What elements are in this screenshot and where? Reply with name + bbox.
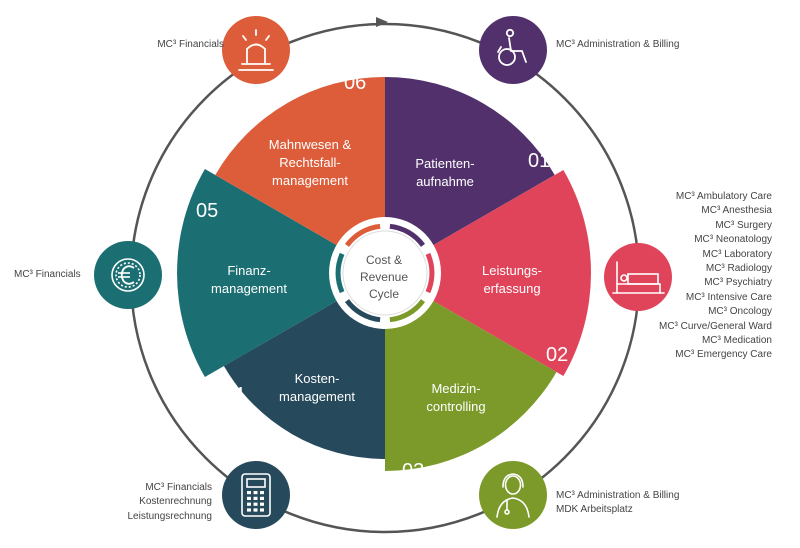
segment-label-financial-management: Finanz- management: [211, 263, 287, 296]
node-item: Kostenrechnung: [139, 496, 212, 508]
node-item: MC³ Psychiatry: [704, 277, 772, 289]
calculator-key: [253, 508, 258, 512]
system-nodes: [94, 16, 672, 529]
segment-number-06: 06: [344, 72, 367, 94]
segment-number-03: 03: [402, 460, 425, 482]
calculator-key: [260, 491, 264, 495]
doctor-icon: [496, 473, 530, 518]
node-item: MC³ Financials: [145, 482, 212, 493]
hub-ring-arc: [389, 299, 426, 323]
segment-label-dunning-legal: Mahnwesen & Rechtsfall- management: [268, 137, 352, 188]
hub-inner: [342, 230, 428, 316]
calculator-key: [260, 508, 264, 512]
wedge-medical-controlling: [385, 273, 557, 471]
node-list-clinical: MC³ Ambulatory Care MC³ Anesthesia MC³ S…: [659, 190, 772, 363]
node-item: MC³ Laboratory: [702, 248, 772, 260]
segment-label-service-recording: Leistungs- erfassung: [482, 263, 542, 296]
node-item: MC³ Ambulatory Care: [675, 191, 772, 202]
node-list-financials-top: MC³ Financials: [157, 38, 224, 52]
node-item: MC³ Anesthesia: [701, 205, 772, 217]
node-item: MC³ Surgery: [715, 219, 772, 231]
node-circle-administration: [479, 16, 547, 84]
node-list-administration: MC³ Administration & Billing: [556, 38, 679, 52]
calculator-key: [253, 491, 258, 495]
euro-coin-icon: [111, 258, 145, 292]
node-item: MC³ Financials: [157, 39, 224, 50]
node-list-cost-accounting: MC³ Financials Kostenrechnung Leistungsr…: [127, 481, 212, 524]
node-item: MC³ Oncology: [708, 306, 772, 318]
wedge-financial-management: [177, 169, 385, 377]
wedge-service-recording: [385, 170, 591, 376]
calculator-icon: [241, 473, 271, 517]
hub-ring-arc: [425, 252, 435, 294]
node-circle-medical-controlling: [479, 461, 547, 529]
hub-ring-arc: [335, 252, 345, 294]
node-item: MC³ Medication: [701, 335, 772, 347]
node-item: MC³ Intensive Care: [685, 291, 772, 303]
wedge-patient-admission: [385, 77, 555, 273]
node-item: Leistungsrechnung: [127, 510, 212, 522]
node-item: MC³ Financials: [14, 269, 81, 280]
calculator-key: [247, 508, 251, 512]
wedge-cost-management: [223, 273, 385, 459]
segment-number-01: 01: [528, 150, 551, 172]
node-list-medical-controlling: MC³ Administration & Billing MDK Arbeits…: [556, 489, 679, 518]
hospital-bed-icon: [612, 261, 665, 294]
calculator-key: [253, 496, 258, 500]
node-list-financials-left: MC³ Financials: [14, 268, 81, 282]
node-item: MC³ Administration & Billing: [556, 490, 680, 501]
segment-number-02: 02: [546, 344, 569, 366]
node-item: MC³ Radiology: [705, 263, 772, 275]
segment-label-patient-admission: Patienten- aufnahme: [415, 156, 475, 189]
calculator-key: [253, 502, 258, 506]
node-circle-cost-accounting: [222, 461, 290, 529]
hub-ring-arc: [344, 223, 381, 247]
cycle-direction-arrow: [376, 17, 388, 27]
node-circle-financials-left: [94, 241, 162, 309]
calculator-key: [260, 496, 264, 500]
wedge-dunning-legal: [215, 77, 385, 273]
calculator-key: [260, 502, 264, 506]
node-item: MDK Arbeitsplatz: [556, 504, 633, 516]
segment-number-04: 04: [222, 384, 245, 406]
wheelchair-icon: [497, 28, 527, 66]
hub-ring-arc: [389, 223, 426, 247]
node-item: MC³ Curve/General Ward: [659, 320, 772, 332]
node-item: MC³ Emergency Care: [675, 349, 772, 361]
calculator-key: [247, 496, 251, 500]
alarm-light-icon: [238, 29, 274, 71]
center-hub-ring: [335, 223, 435, 323]
hub-ring-arc: [344, 299, 381, 323]
calculator-key: [247, 502, 251, 506]
node-item: MC³ Neonatology: [694, 234, 772, 246]
segment-label-medical-controlling: Medizin- controlling: [426, 381, 486, 414]
center-title: Cost & Revenue Cycle: [359, 253, 409, 301]
cycle-wedges: [177, 77, 591, 471]
calculator-key: [247, 491, 251, 495]
node-item: MC³ Administration & Billing: [556, 39, 680, 50]
node-circle-financials-top: [222, 16, 290, 84]
node-circle-clinical: [604, 243, 672, 311]
segment-label-cost-management: Kosten- management: [279, 371, 355, 404]
segment-number-05: 05: [196, 200, 219, 222]
